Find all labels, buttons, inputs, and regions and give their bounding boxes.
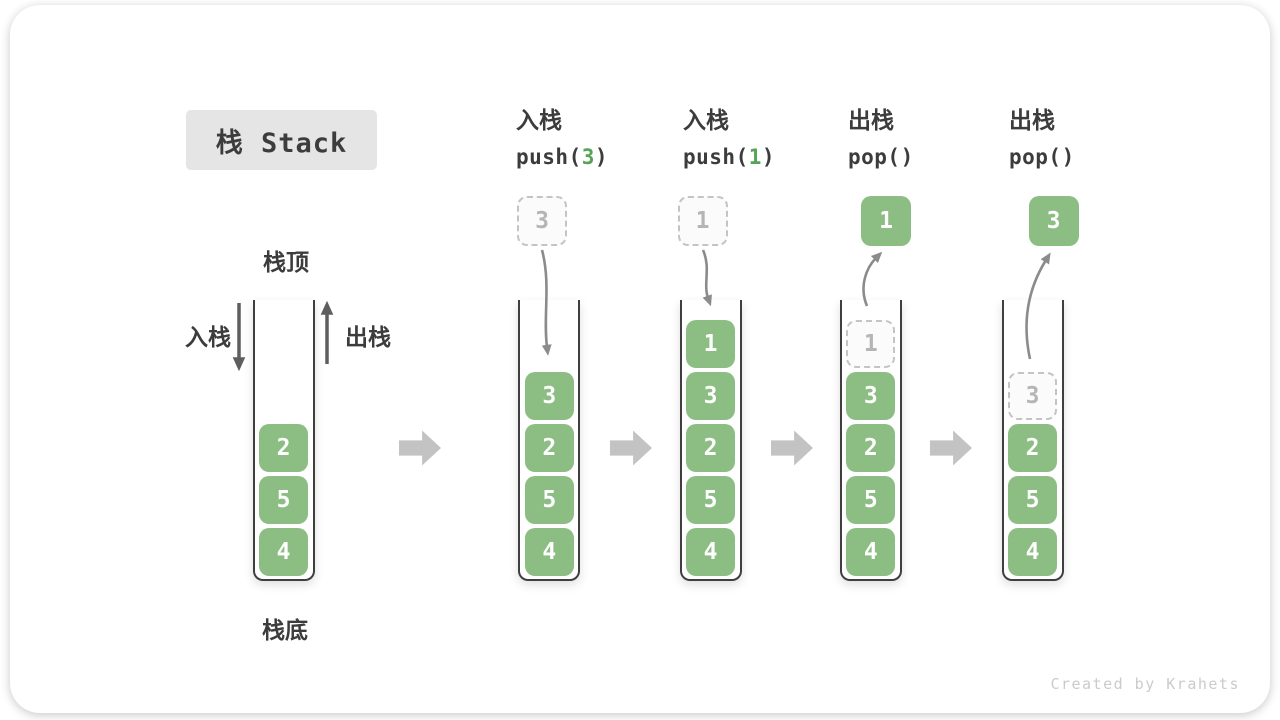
code-prefix: pop(: [848, 145, 901, 169]
operation-label-3: 出栈 pop(): [848, 106, 914, 171]
operation-name: 出栈: [1009, 107, 1055, 133]
pop-side-label: 出栈: [345, 324, 391, 350]
operation-name: 入栈: [516, 107, 562, 133]
watermark: Created by Krahets: [1050, 675, 1240, 693]
stack-item: 5: [1008, 476, 1057, 524]
stack-item: 3: [524, 372, 574, 420]
operation-code: pop(): [1009, 143, 1075, 171]
title-box: 栈 Stack: [186, 110, 377, 170]
code-suffix: ): [900, 145, 914, 169]
operation-code: push(1): [683, 143, 775, 171]
incoming-item: 3: [517, 196, 567, 246]
stack-item: 2: [846, 424, 896, 472]
code-arg: 1: [748, 145, 762, 169]
stack-bottom-label: 栈底: [262, 617, 308, 643]
stack-item-ghost: 3: [1008, 372, 1057, 420]
stack-item: 1: [686, 320, 735, 368]
stack-item: 5: [259, 476, 308, 524]
code-suffix: ): [594, 145, 609, 169]
popped-item: 1: [861, 196, 911, 246]
stack-item: 5: [524, 476, 574, 524]
stack-item: 2: [686, 424, 735, 472]
popped-item: 3: [1028, 196, 1079, 246]
operation-code: pop(): [848, 143, 914, 171]
stack-item: 5: [686, 476, 735, 524]
operation-label-2: 入栈 push(1): [683, 106, 775, 171]
incoming-item: 1: [677, 196, 728, 246]
code-prefix: pop(: [1009, 145, 1062, 169]
code-suffix: ): [761, 145, 776, 169]
operation-name: 出栈: [848, 107, 894, 133]
stack-item-ghost: 1: [846, 320, 896, 368]
stack-item: 4: [1008, 528, 1057, 576]
operation-label-4: 出栈 pop(): [1009, 106, 1075, 171]
stack-item: 4: [686, 528, 735, 576]
stack-item: 4: [524, 528, 574, 576]
stack-item: 3: [686, 372, 735, 420]
stack-item: 4: [846, 528, 896, 576]
stack-item: 4: [259, 528, 308, 576]
stack-top-label: 栈顶: [263, 249, 309, 275]
code-prefix: push(: [683, 145, 749, 169]
stack-item: 2: [259, 424, 308, 472]
operation-code: push(3): [516, 143, 608, 171]
push-side-label: 入栈: [185, 324, 231, 350]
stack-item: 2: [1008, 424, 1057, 472]
stack-item: 3: [846, 372, 896, 420]
operation-label-1: 入栈 push(3): [516, 106, 608, 171]
code-prefix: push(: [516, 145, 582, 169]
operation-name: 入栈: [683, 107, 729, 133]
code-arg: 3: [581, 145, 595, 169]
stack-item: 2: [524, 424, 574, 472]
code-suffix: ): [1061, 145, 1075, 169]
title-text: 栈 Stack: [215, 127, 348, 159]
stack-item: 5: [846, 476, 896, 524]
